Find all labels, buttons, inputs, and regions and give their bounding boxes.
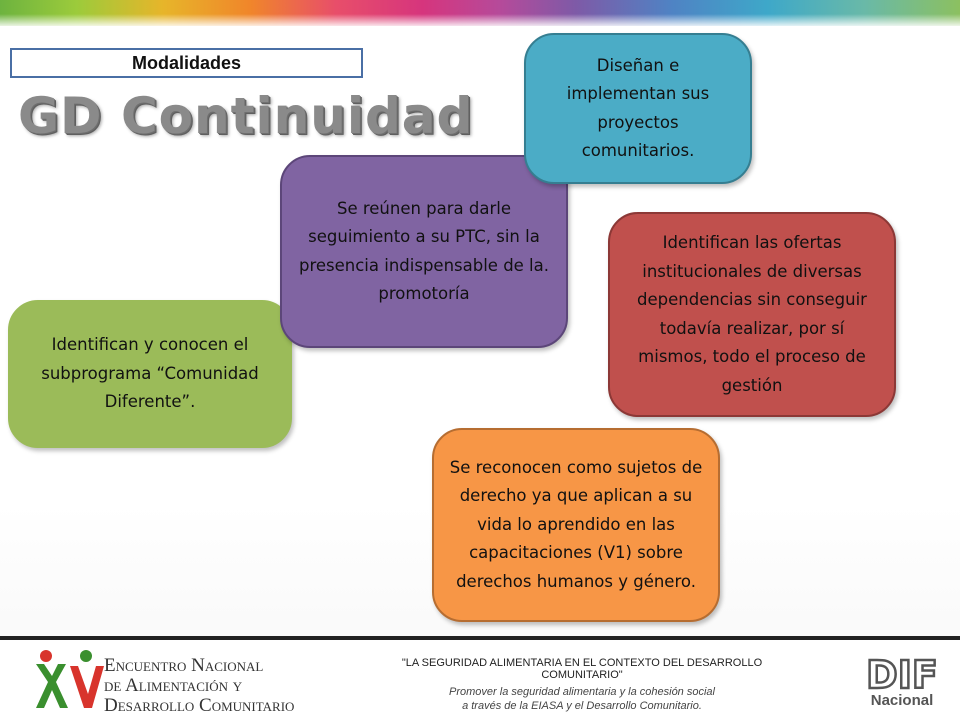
slogan-line-2: a través de la EIASA y el Desarrollo Com… <box>462 700 702 712</box>
red-box-text: Identifican las ofertas institucionales … <box>637 233 867 395</box>
red-rounded-box: Identifican las ofertas institucionales … <box>608 212 896 417</box>
purple-rounded-box: Se reúnen para darle seguimiento a su PT… <box>280 155 568 348</box>
orange-rounded-box: Se reconocen como sujetos de derecho ya … <box>432 428 720 622</box>
slogan-quote: "LA SEGURIDAD ALIMENTARIA EN EL CONTEXTO… <box>401 657 763 681</box>
green-box-text: Identifican y conocen el subprograma “Co… <box>41 335 259 412</box>
slide-title: GD Continuidad <box>18 87 474 145</box>
xv-encuentro-logo-icon <box>36 650 104 708</box>
color-stripe-fade <box>0 14 960 28</box>
footer-bar <box>0 640 960 720</box>
purple-box-text: Se reúnen para darle seguimiento a su PT… <box>298 198 549 304</box>
event-name-line-1: Encuentro Nacional <box>104 655 264 676</box>
event-name-line-2: de Alimentación y <box>104 675 243 696</box>
event-name-line-3: Desarrollo Comunitario <box>104 695 295 716</box>
teal-box-text: Diseñan e implementan sus proyectos comu… <box>566 55 710 161</box>
green-rounded-box: Identifican y conocen el subprograma “Co… <box>8 300 292 448</box>
dif-nacional-label: Nacional <box>870 692 934 709</box>
event-slogan: "LA SEGURIDAD ALIMENTARIA EN EL CONTEXTO… <box>372 657 792 713</box>
modalidades-label: Modalidades <box>10 48 363 78</box>
teal-rounded-box: Diseñan e implementan sus proyectos comu… <box>524 33 752 184</box>
slogan-line-1: Promover la seguridad alimentaria y la c… <box>449 686 715 698</box>
dif-logo-icon: DIF <box>865 652 939 698</box>
event-name: Encuentro Nacional de Alimentación y Des… <box>104 656 294 716</box>
orange-box-text: Se reconocen como sujetos de derecho ya … <box>449 457 703 591</box>
dif-logo-letters: DIF <box>866 653 938 697</box>
footer-divider <box>0 636 960 640</box>
